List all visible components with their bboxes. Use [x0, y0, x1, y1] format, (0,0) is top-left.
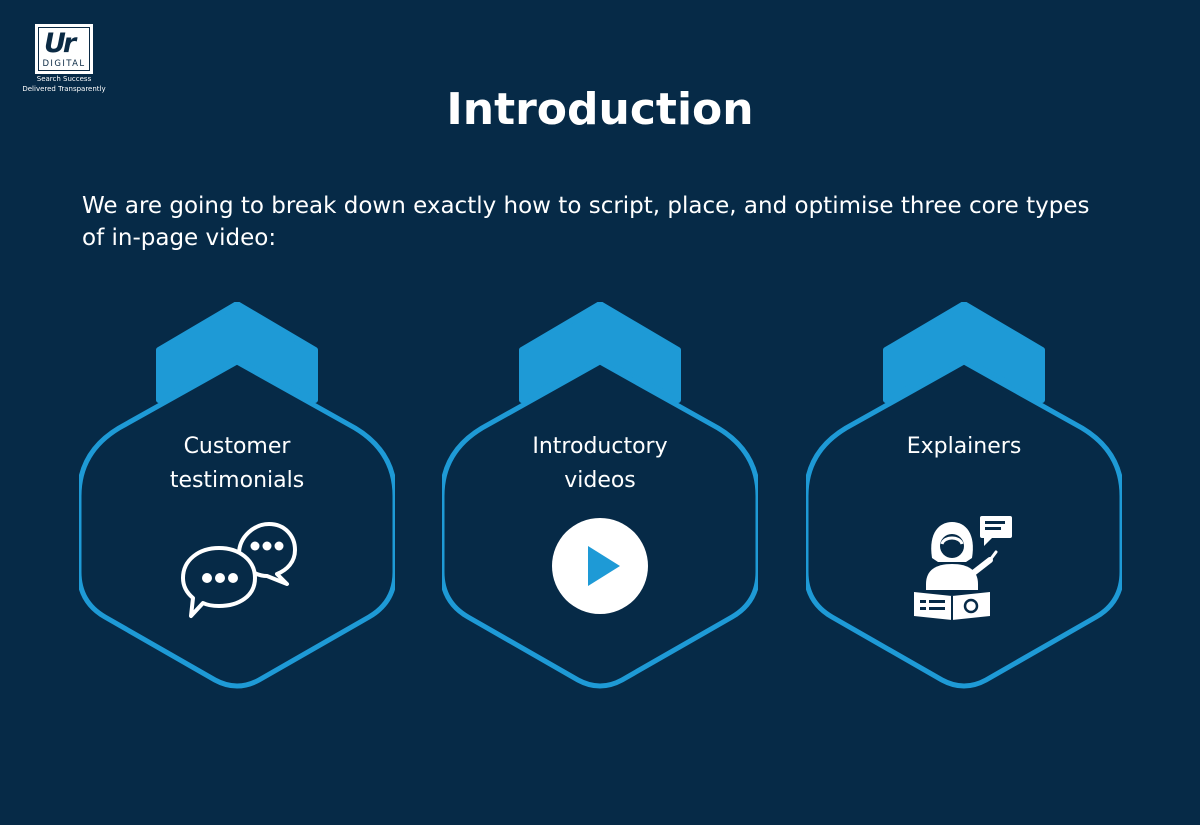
logo-tagline-1: Search Success — [36, 75, 92, 83]
card-label: Introductory videos — [532, 434, 668, 493]
card-introductory-videos: Introductory videos — [442, 302, 758, 690]
hexagon-frame — [79, 302, 395, 689]
hexagon-frame — [442, 302, 758, 689]
logo-tagline-2: Delivered Transparently — [22, 85, 106, 93]
logo-box: Ur DIGITAL — [35, 24, 93, 74]
play-icon — [552, 518, 648, 614]
card-label: Explainers — [906, 434, 1022, 459]
logo-mark: Ur — [44, 28, 76, 59]
brand-logo: Ur DIGITAL Search Success Delivered Tran… — [14, 24, 114, 94]
logo-brand: DIGITAL — [42, 59, 86, 69]
teacher-icon — [914, 516, 1012, 620]
speech-bubbles-icon — [181, 522, 297, 618]
page-title: Introduction — [446, 84, 754, 135]
card-customer-testimonials: Customer testimonials — [79, 302, 395, 690]
intro-text: We are going to break down exactly how t… — [82, 193, 1090, 251]
card-label: Customer testimonials — [169, 434, 305, 493]
hexagon-frame — [806, 302, 1122, 689]
card-explainers: Explainers — [806, 302, 1122, 690]
